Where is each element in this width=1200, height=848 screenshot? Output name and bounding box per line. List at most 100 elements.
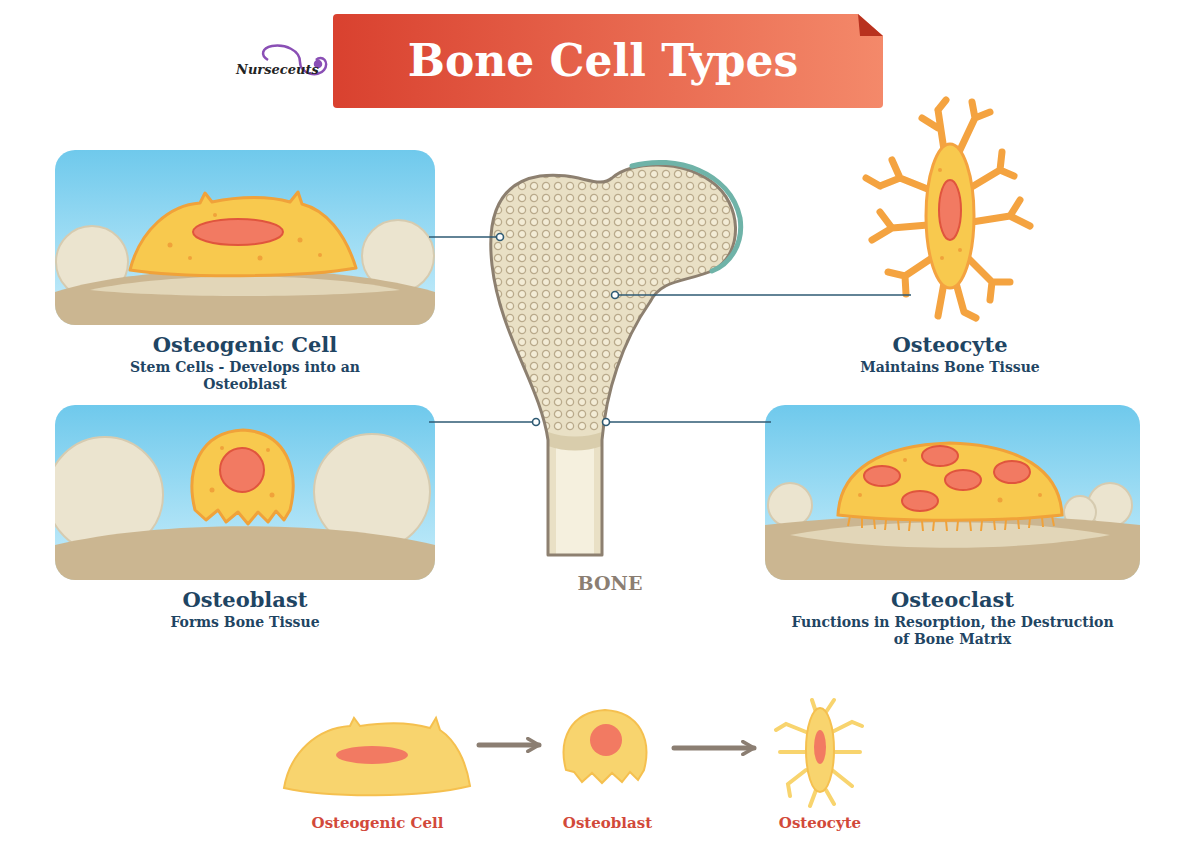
leader-dot	[533, 419, 540, 426]
panel-heading: Osteoclast	[765, 588, 1140, 612]
osteocyte-cell	[888, 258, 932, 294]
connector-path	[479, 743, 539, 748]
osteoclast-panel	[903, 458, 907, 462]
panel-description: Functions in Resorption, the Destruction…	[783, 614, 1123, 648]
osteoblast-panel	[266, 448, 270, 452]
osteocyte-body	[958, 248, 962, 252]
title-banner	[858, 14, 883, 36]
osteocyte-cell	[960, 102, 990, 150]
stage-arrow	[674, 748, 754, 749]
leader-dot	[603, 419, 610, 426]
cell-figure: OsteocyteMaintains Bone Tissue	[840, 95, 1060, 376]
osteoclast-panel	[765, 405, 1140, 580]
femur-bone	[548, 432, 602, 451]
stage-label: Osteoblast	[545, 814, 670, 832]
osteocyte-body	[926, 144, 974, 288]
osteoclast-panel	[902, 491, 938, 511]
connector-path	[615, 294, 911, 296]
osteocyte-cell	[972, 200, 1030, 226]
osteoblast-panel	[55, 405, 435, 580]
leader-line	[429, 234, 504, 241]
osteoclast-panel	[848, 516, 1054, 531]
connector-path	[674, 746, 754, 751]
title-banner	[333, 14, 883, 108]
osteogenic-cell-small	[284, 718, 470, 795]
cell-panel: OsteoclastFunctions in Resorption, the D…	[765, 405, 1140, 648]
osteoblast-cell-small	[590, 724, 622, 756]
femur-bone	[480, 160, 750, 560]
osteocyte-body	[938, 168, 942, 172]
bone-figure: BONE	[470, 160, 750, 594]
osteogenic-panel	[90, 277, 400, 297]
femur-bone	[491, 165, 736, 555]
osteoclast-panel	[765, 405, 1140, 580]
osteoclast-panel	[994, 461, 1030, 483]
osteoclast-panel	[864, 446, 1030, 511]
osteocyte-cell	[866, 100, 1030, 318]
osteocyte-body	[939, 180, 961, 240]
osteoblast-panel	[192, 430, 293, 524]
osteoblast-cell-small	[564, 710, 647, 783]
femur-bone	[480, 160, 750, 560]
osteoblast-cell-small	[564, 710, 647, 783]
osteoclast-panel	[790, 522, 1110, 548]
osteoclast-panel	[1038, 493, 1042, 497]
osteocyte-cell	[968, 258, 1010, 300]
osteoclast-panel	[768, 483, 812, 527]
osteocyte-cell-small	[776, 700, 862, 806]
cell-heading: Osteocyte	[840, 333, 1060, 357]
osteogenic-panel	[168, 243, 173, 248]
leader-dot	[612, 292, 619, 299]
title-banner	[333, 14, 883, 108]
osteogenic-panel	[168, 213, 323, 261]
osteocyte-cell	[866, 160, 930, 190]
logo-text: Nurseceuts	[236, 62, 319, 77]
osteocyte-cell-small	[814, 730, 826, 764]
stage-cell: Osteogenic Cell	[280, 712, 475, 832]
osteogenic-panel	[130, 192, 356, 276]
stage-cell: Osteocyte	[760, 700, 880, 832]
osteoblast-panel	[270, 493, 275, 498]
osteogenic-panel	[188, 256, 192, 260]
connector-path	[429, 236, 500, 238]
osteoblast-panel	[55, 526, 435, 580]
osteogenic-panel	[193, 219, 283, 245]
osteocyte-cell-small	[776, 700, 862, 806]
osteogenic-panel	[213, 213, 217, 217]
osteocyte-cell	[938, 283, 976, 318]
osteogenic-panel	[55, 150, 435, 325]
osteocyte-body	[938, 168, 962, 260]
connector-path	[606, 421, 771, 423]
osteogenic-panel	[258, 256, 263, 261]
cell-panel: Osteogenic CellStem Cells - Develops int…	[55, 150, 435, 393]
osteogenic-cell-small	[336, 746, 408, 764]
femur-bone	[480, 160, 750, 432]
osteoclast-panel	[858, 458, 1042, 503]
osteocyte-cell	[970, 152, 1014, 188]
osteoclast-panel	[998, 498, 1003, 503]
panel-heading: Osteoblast	[55, 588, 435, 612]
osteocyte-cell	[922, 100, 946, 150]
title: Bone Cell Types	[333, 14, 873, 106]
osteoclast-panel	[858, 493, 862, 497]
femur-bone	[556, 440, 594, 560]
osteoblast-panel	[210, 488, 215, 493]
panel-description: Forms Bone Tissue	[65, 614, 425, 631]
stage-label: Osteocyte	[760, 814, 880, 832]
osteogenic-cell-small	[284, 718, 470, 795]
osteoblast-panel	[220, 448, 264, 492]
osteoclast-panel	[864, 466, 900, 486]
femur-bone	[632, 162, 741, 271]
osteocyte-cell	[872, 212, 928, 240]
osteoclast-panel	[765, 515, 1140, 580]
osteogenic-panel	[55, 270, 435, 326]
leader-line	[612, 292, 912, 299]
osteocyte-cell-small	[776, 700, 862, 806]
title-banner	[858, 14, 883, 36]
osteoblast-panel	[210, 446, 275, 498]
stage-cell: Osteoblast	[545, 705, 670, 832]
osteoclast-panel	[848, 516, 1054, 531]
osteoclast-panel	[922, 446, 958, 466]
